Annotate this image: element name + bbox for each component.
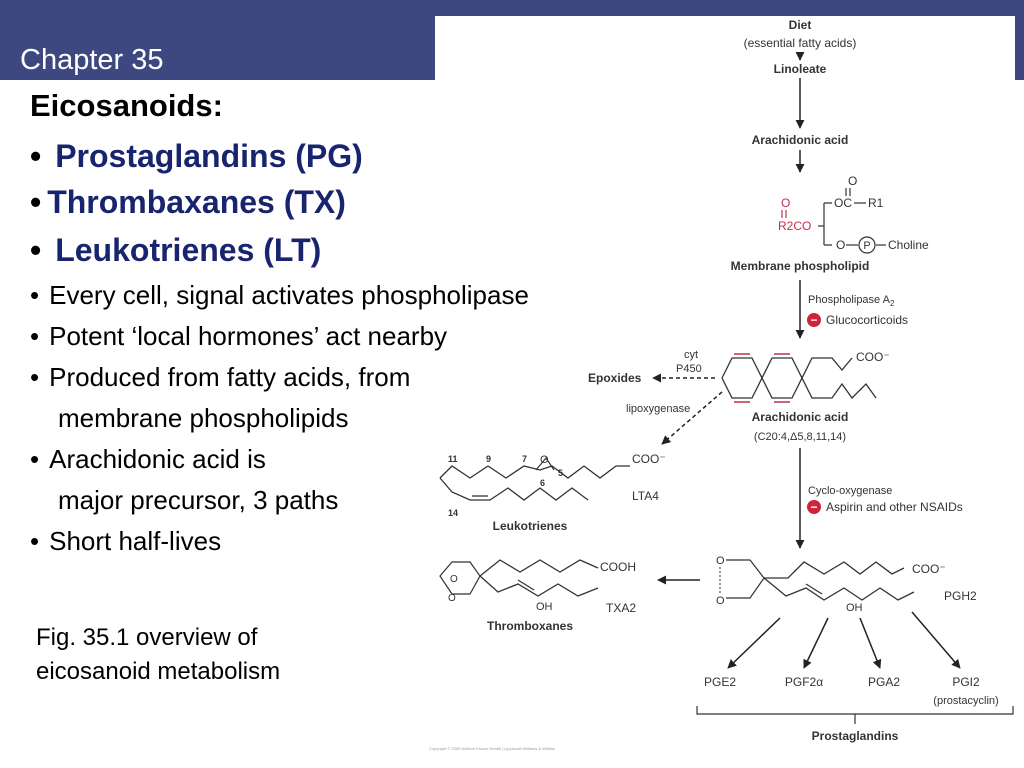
thromboxanes-label: Thromboxanes: [487, 619, 573, 633]
choline-label: Choline: [888, 238, 929, 252]
svg-text:O: O: [540, 454, 549, 466]
txa2-label: TXA2: [606, 601, 636, 615]
svg-text:O: O: [448, 593, 456, 604]
chapter-title: Chapter 35: [20, 44, 164, 76]
highlight-thromboxanes: •Thrombaxanes (TX): [30, 184, 346, 220]
highlight-leukotrienes: •Leukotrienes (LT): [30, 232, 322, 268]
cyt-label: cyt: [684, 349, 698, 361]
phosphate-circle: [858, 236, 876, 254]
carbonyl-o: O: [848, 174, 857, 188]
bullet-item: •Produced from fatty acids, from: [30, 362, 411, 392]
phospholipid-structure: O OC R1 O R2CO O P Choline: [778, 174, 929, 254]
bullet-dot: •: [30, 526, 40, 556]
arachidonic-formula: (C20:4,Δ5,8,11,14): [754, 431, 846, 443]
bullet-dot: •: [30, 280, 40, 310]
svg-text:5: 5: [558, 468, 563, 478]
pgh2-label: PGH2: [944, 589, 977, 603]
svg-text:O: O: [716, 595, 725, 607]
epoxides-label: Epoxides: [588, 371, 642, 385]
arachidonic-acid-structure: COO⁻: [721, 350, 890, 403]
caption-line: Fig. 35.1 overview of: [36, 624, 258, 651]
pgh2-structure: O O COO⁻ OH: [716, 555, 946, 614]
svg-text:7: 7: [522, 454, 527, 464]
pgh2-coo: COO⁻: [912, 562, 946, 576]
thromboxane-cooh: COOH: [600, 560, 636, 574]
svg-text:OH: OH: [846, 602, 863, 614]
diet-sub-label: (essential fatty acids): [744, 36, 857, 50]
arachidonic-coo: COO⁻: [856, 350, 890, 364]
bullet-continuation: major precursor, 3 paths: [58, 485, 339, 515]
bullet-item: •Arachidonic acid is: [30, 444, 266, 474]
bullet-dot: •: [30, 138, 42, 174]
cyclooxygenase-label: Cyclo-oxygenase: [808, 485, 892, 497]
svg-text:O: O: [716, 555, 725, 567]
eicosanoid-pathway-diagram: Diet (essential fatty acids) Linoleate A…: [429, 18, 1014, 751]
arrow-to-pgf2a: [803, 617, 829, 669]
svg-text:11: 11: [448, 454, 458, 464]
pgf2a-label: PGF2α: [785, 675, 823, 689]
caption-line: eicosanoid metabolism: [36, 658, 281, 685]
inhibitor-sign: −: [810, 500, 817, 514]
bullet-dot: •: [30, 444, 40, 474]
bullet-dot: •: [30, 232, 42, 268]
copyright-note: Copyright © 2009 Wolters Kluwer Health |…: [429, 746, 555, 751]
bullet-dot: •: [30, 362, 40, 392]
r2co-label: R2CO: [778, 219, 811, 233]
bullet-item: •Every cell, signal activates phospholip…: [30, 280, 529, 310]
r1-label: R1: [868, 196, 884, 210]
arrow-to-leukotrienes: [661, 391, 723, 445]
phospholipase-label: Phospholipase A2: [808, 294, 895, 308]
prostaglandins-label: Prostaglandins: [812, 729, 899, 743]
figure-panel: [435, 16, 1015, 768]
prostacyclin-label: (prostacyclin): [933, 695, 998, 707]
thromboxane-structure: O O COOH OH: [439, 559, 636, 613]
carbonyl-o-red: O: [781, 196, 790, 210]
arachidonic-acid-mid-label: Arachidonic acid: [752, 410, 849, 424]
lta4-label: LTA4: [632, 489, 659, 503]
lipoxygenase-label: lipoxygenase: [626, 403, 690, 415]
highlight-prostaglandins: •Prostaglandins (PG): [30, 138, 363, 174]
leukotriene-coo: COO⁻: [632, 452, 666, 466]
membrane-phospholipid-label: Membrane phospholipid: [731, 259, 870, 273]
pgi2-label: PGI2: [952, 675, 980, 689]
arrow-to-pge2: [727, 617, 781, 669]
svg-text:9: 9: [486, 454, 491, 464]
arrow-to-pgi2: [911, 611, 961, 669]
pge2-label: PGE2: [704, 675, 736, 689]
inhibitor-icon: [807, 500, 821, 514]
arachidonic-acid-top-label: Arachidonic acid: [752, 133, 849, 147]
glucocorticoids-label: Glucocorticoids: [826, 313, 908, 327]
bullet-dot: •: [30, 321, 40, 351]
phosphate-p: P: [863, 240, 870, 252]
ester-oc: OC: [834, 196, 852, 210]
arrow-to-pga2: [859, 617, 882, 669]
svg-text:14: 14: [448, 508, 458, 518]
aspirin-label: Aspirin and other NSAIDs: [826, 500, 963, 514]
svg-text:O: O: [450, 574, 458, 585]
svg-text:O: O: [836, 238, 845, 252]
bullet-item: •Potent ‘local hormones’ act nearby: [30, 321, 448, 351]
linoleate-label: Linoleate: [774, 62, 827, 76]
bullet-dot: •: [30, 184, 42, 220]
diet-label: Diet: [789, 18, 812, 32]
leukotrienes-label: Leukotrienes: [493, 519, 568, 533]
slide-title: Eicosanoids:: [30, 88, 223, 123]
bullet-item: •Short half-lives: [30, 526, 222, 556]
inhibitor-sign: −: [810, 313, 817, 327]
p450-label: P450: [676, 363, 702, 375]
svg-text:6: 6: [540, 478, 545, 488]
leukotriene-structure: 11 9 7 O 5 6 14 COO⁻: [439, 452, 666, 518]
svg-text:OH: OH: [536, 601, 553, 613]
bullet-continuation: membrane phospholipids: [58, 403, 349, 433]
prostaglandins-bracket: [696, 706, 1014, 724]
pga2-label: PGA2: [868, 675, 900, 689]
inhibitor-icon: [807, 313, 821, 327]
